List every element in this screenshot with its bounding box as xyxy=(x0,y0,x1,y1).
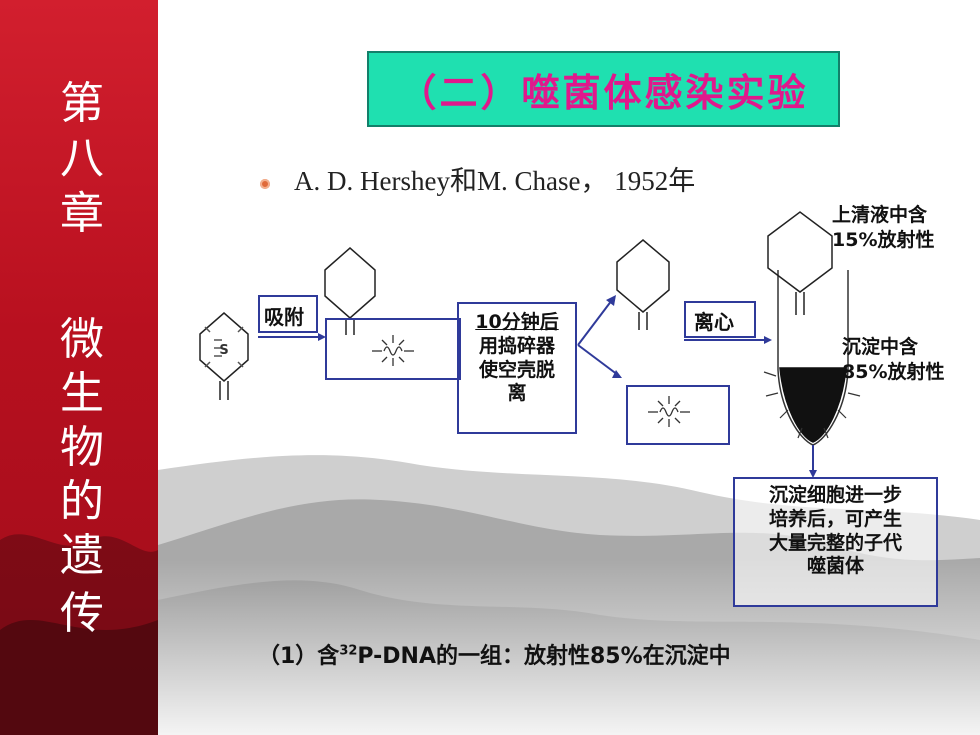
adsorb-label: 吸附 xyxy=(264,305,304,329)
centrifuge-box xyxy=(684,301,756,338)
result-text: 沉淀细胞进一步 培养后，可产生 大量完整的子代 噬菌体 xyxy=(735,484,936,579)
blender-box xyxy=(457,302,577,434)
slide-title: （二）噬菌体感染实验 xyxy=(367,51,840,127)
blender-line-3: 使空壳脱 xyxy=(478,358,555,381)
caption-suffix: P-DNA的一组：放射性85%在沉淀中 xyxy=(357,644,731,669)
phage-ghost-icon xyxy=(324,247,376,319)
cell-box xyxy=(626,385,730,445)
authors-text: A. D. Hershey和M. Chase， 1952年 xyxy=(294,166,696,196)
caption-prefix: （1）含 xyxy=(258,644,340,669)
cell-dna-icon-2 xyxy=(648,396,690,427)
pellet-text: 沉淀中含 85%放射性 xyxy=(842,335,976,384)
infected-cell-box xyxy=(325,318,461,380)
empty-phage-icon xyxy=(616,239,670,313)
sidebar-char-1: 第 xyxy=(60,78,104,129)
cell-dna-icon xyxy=(372,335,414,366)
pellet-icon xyxy=(779,367,847,443)
supernatant-phage-icon xyxy=(767,211,833,293)
sidebar-char-6: 生 xyxy=(60,368,104,419)
blender-line-2: 用捣碎器 xyxy=(478,334,555,357)
result-line-4: 噬菌体 xyxy=(806,555,864,578)
sidebar: 第 八 章 微 生 物 的 遗 传 xyxy=(0,0,158,735)
phage-head-icon xyxy=(199,312,249,382)
phage-dna-marker: S xyxy=(219,343,228,358)
result-line-3: 大量完整的子代 xyxy=(768,531,902,554)
caption-superscript: 32 xyxy=(339,643,358,659)
adsorb-box xyxy=(258,295,318,333)
sidebar-char-2: 八 xyxy=(60,133,104,184)
supernatant-line-2: 15%放射性 xyxy=(832,228,935,251)
sidebar-char-9: 遗 xyxy=(60,530,104,581)
result-box xyxy=(733,477,938,607)
result-line-1: 沉淀细胞进一步 xyxy=(768,484,902,506)
pellet-line-2: 85%放射性 xyxy=(842,360,945,383)
sidebar-char-3: 章 xyxy=(60,188,104,239)
sidebar-texture-icon xyxy=(0,534,158,735)
centrifuge-label: 离心 xyxy=(694,310,734,334)
blender-text: 10分钟后 用捣碎器 使空壳脱 离 xyxy=(459,311,575,406)
caption: （1）含32P-DNA的一组：放射性85%在沉淀中 xyxy=(258,638,731,670)
result-line-2: 培养后，可产生 xyxy=(768,507,902,530)
supernatant-line-1: 上清液中含 xyxy=(832,204,928,226)
sidebar-char-5: 微 xyxy=(60,314,104,365)
supernatant-text: 上清液中含 15%放射性 xyxy=(832,203,972,252)
sidebar-char-10: 传 xyxy=(60,588,104,639)
blender-line-1: 10分钟后 xyxy=(475,311,559,333)
pellet-line-1: 沉淀中含 xyxy=(842,336,919,358)
sidebar-char-8: 的 xyxy=(60,476,104,527)
bullet-icon xyxy=(260,179,270,189)
blender-line-4: 离 xyxy=(507,382,527,405)
sidebar-char-7: 物 xyxy=(60,422,104,473)
